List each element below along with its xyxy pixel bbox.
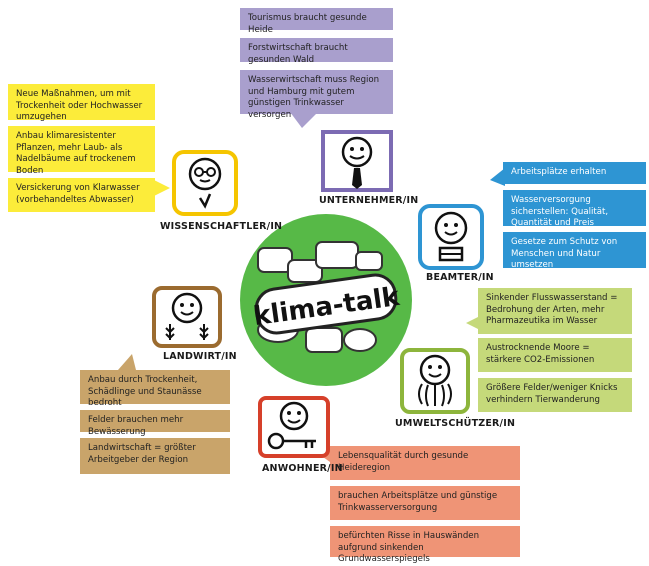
wissenschaftler-statement: Neue Maßnahmen, um mit Trockenheit oder … [8,84,155,122]
anwohner-label: ANWOHNER/IN [262,463,343,474]
landwirt-icon [152,286,222,348]
landwirt-statement: Anbau durch Trockenheit, Schädlinge und … [80,370,230,408]
beamter-statement: Arbeitsplätze erhalten [503,162,646,184]
unternehmer-statement: Tourismus braucht gesunde Heide [240,8,393,35]
umweltschuetzer-statement: Austrocknende Moore = stärkere CO2-Emiss… [478,338,632,372]
landwirt-label: LANDWIRT/IN [163,351,237,362]
beamter-label: BEAMTER/IN [426,272,494,283]
klima-talk-logo: klima-talk [240,214,412,386]
wissenschaftler-statement: Anbau klimaresistenter Pflanzen, mehr La… [8,126,155,176]
umweltschuetzer-label: UMWELTSCHÜTZER/IN [395,418,516,429]
landwirt-statement: Felder brauchen mehr Bewässerung [80,410,230,437]
anwohner-icon [258,396,330,458]
beamter-statement: Wasserversorgung sicherstellen: Qualität… [503,190,646,228]
beamter-icon [418,204,484,270]
beamter-statement: Gesetze zum Schutz von Menschen und Natu… [503,232,646,270]
anwohner-statement: Lebensqualität durch gesunde Heideregion [330,446,520,480]
wissenschaftler-statement: Versickerung von Klarwasser (vorbehandel… [8,178,155,212]
umweltschuetzer-icon [400,348,470,414]
wissenschaftler-icon [172,150,238,216]
unternehmer-icon [321,130,393,192]
anwohner-statement: befürchten Risse in Hauswänden aufgrund … [330,526,520,564]
unternehmer-statement: Wasserwirtschaft muss Region und Hamburg… [240,70,393,120]
landwirt-statement: Landwirtschaft = größter Arbeitgeber der… [80,438,230,474]
unternehmer-label: UNTERNEHMER/IN [319,195,419,206]
umweltschuetzer-statement: Sinkender Flusswasserstand = Bedrohung d… [478,288,632,334]
wissenschaftler-label: WISSENSCHAFTLER/IN [160,221,283,232]
unternehmer-statement: Forstwirtschaft braucht gesunden Wald [240,38,393,65]
umweltschuetzer-statement: Größere Felder/weniger Knicks verhindern… [478,378,632,412]
anwohner-statement: brauchen Arbeitsplätze und günstige Trin… [330,486,520,520]
